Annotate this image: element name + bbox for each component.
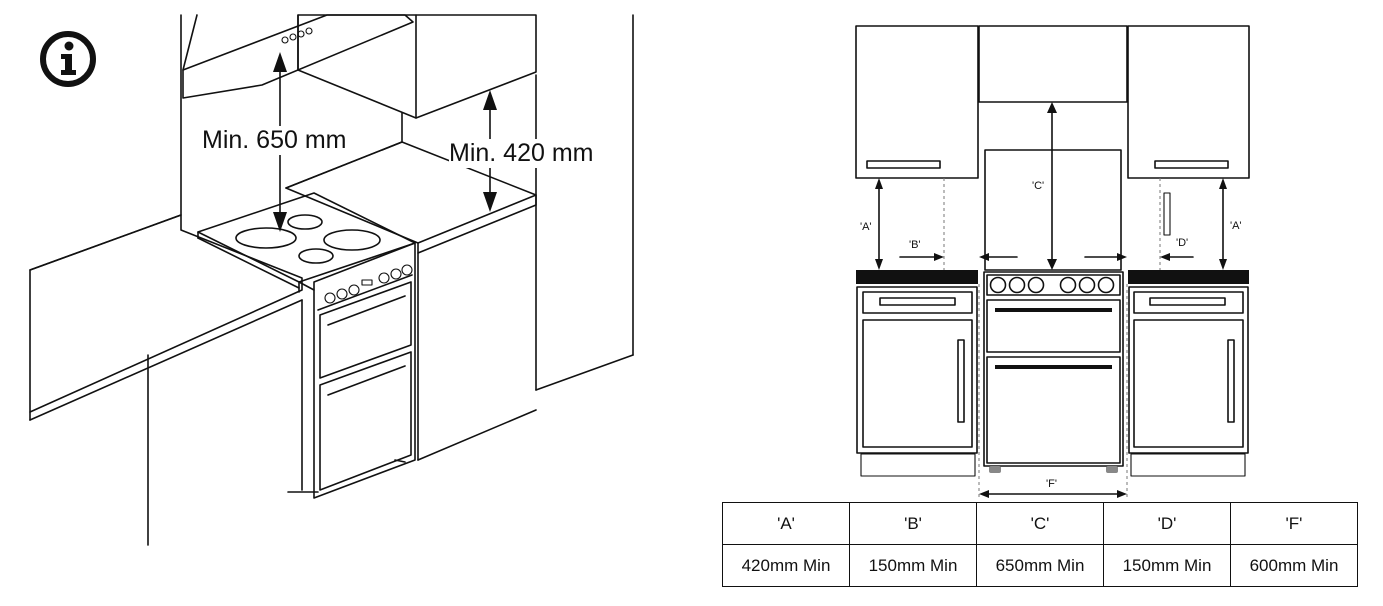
hood-lights (281, 27, 313, 44)
info-icon (39, 30, 97, 88)
isometric-kitchen-drawing (29, 14, 634, 546)
cooker-front-knobs (989, 276, 1115, 294)
dimension-label-a-left: 'A' (860, 221, 872, 233)
table-header-cell: 'D' (1103, 502, 1231, 545)
cabinet-clearance-label: Min. 420 mm (449, 139, 594, 168)
isometric-kitchen-diagram: Min. 650 mm Min. 420 mm (0, 0, 690, 606)
dimension-label-a-right: 'A' (1230, 220, 1242, 232)
front-elevation-drawing (855, 25, 1250, 500)
hood-clearance-label: Min. 650 mm (202, 126, 347, 155)
table-cell: 150mm Min (1103, 544, 1231, 587)
table-header-cell: 'F' (1230, 502, 1358, 545)
table-cell: 600mm Min (1230, 544, 1358, 587)
dimension-label-c: 'C' (1032, 180, 1045, 192)
dimension-label-b: 'B' (909, 239, 921, 251)
table-header-row: 'A' 'B' 'C' 'D' 'F' (722, 502, 1358, 545)
table-cell: 150mm Min (849, 544, 977, 587)
dimension-label-d: 'D' (1176, 237, 1189, 249)
table-header-cell: 'C' (976, 502, 1104, 545)
table-cell: 650mm Min (976, 544, 1104, 587)
dimension-label-f: 'F' (1046, 478, 1057, 490)
cooker-knobs (324, 264, 413, 304)
table-header-cell: 'B' (849, 502, 977, 545)
table-row: 420mm Min 150mm Min 650mm Min 150mm Min … (722, 544, 1358, 587)
front-elevation-diagram: 'A' 'B' 'C' 'D' 'A' 'F' 'A' 'B' 'C' 'D' … (690, 0, 1383, 606)
hob-rings (235, 214, 381, 264)
table-cell: 420mm Min (722, 544, 850, 587)
table-header-cell: 'A' (722, 502, 850, 545)
clearance-spec-table: 'A' 'B' 'C' 'D' 'F' 420mm Min 150mm Min … (722, 502, 1358, 587)
